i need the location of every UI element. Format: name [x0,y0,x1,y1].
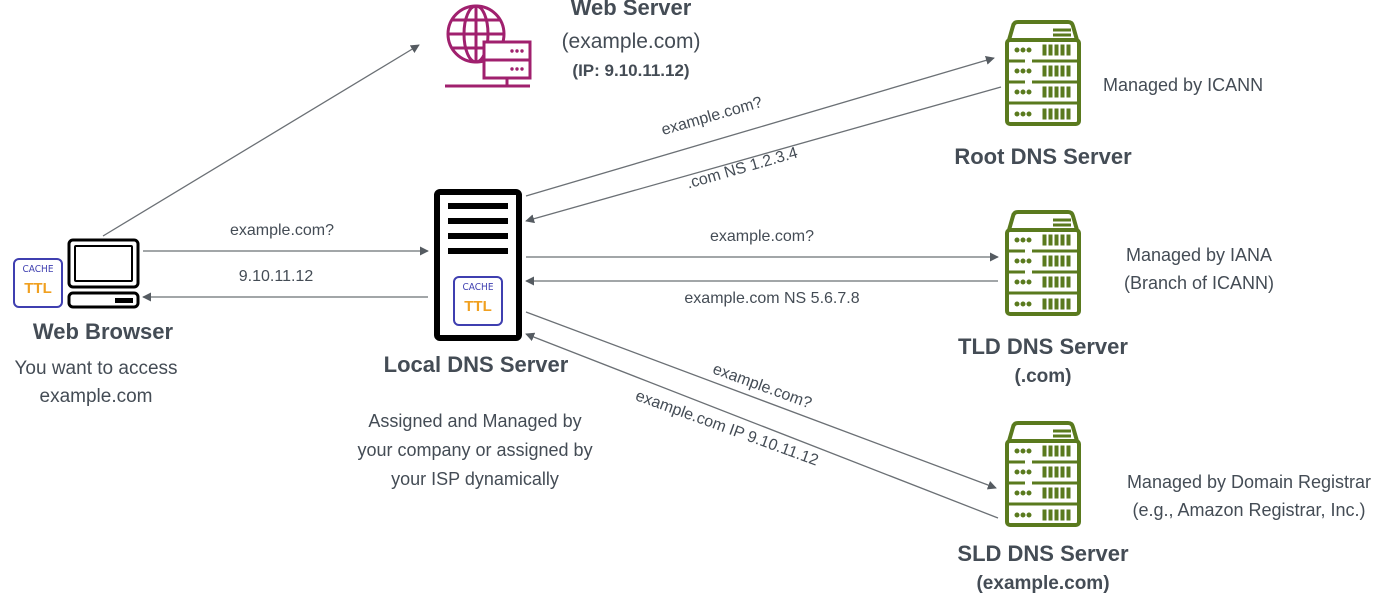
sld-dns-managed-line-2: (e.g., Amazon Registrar, Inc.) [1132,500,1366,520]
local-dns-note-line-2: your company or assigned by [357,440,593,460]
local-dns-title: Local DNS Server [383,352,569,377]
arrow-browser-to-webserver [102,44,420,237]
ttl-label: TTL [24,280,52,297]
cache-label: CACHE [22,264,54,275]
web-server-domain: (example.com) [561,30,701,53]
edge-label-tld-answer: example.com NS 5.6.7.8 [684,290,860,307]
web-browser-note-line-2: example.com [39,386,153,407]
arrow-sld-to-local-dns [525,332,999,519]
web-server-ip: (IP: 9.10.11.12) [572,61,690,80]
local-dns-note-line-1: Assigned and Managed by [368,411,582,431]
root-dns-title: Root DNS Server [954,144,1132,169]
edge-label-browser-answer: 9.10.11.12 [238,268,314,285]
computer-icon [67,238,140,309]
browser-cache-box: CACHE TTL [13,258,63,308]
sld-dns-title: SLD DNS Server [957,541,1129,566]
sld-dns-managed-line-1: Managed by Domain Registrar [1126,472,1372,492]
root-dns-managed-line-1: Managed by ICANN [1103,75,1264,95]
cache-label: CACHE [462,282,494,293]
web-browser-note-line-1: You want to access [14,358,178,379]
tld-dns-managed-line-1: Managed by IANA [1125,245,1273,265]
edge-label-tld-query: example.com? [709,228,815,245]
arrow-local-dns-to-sld [525,311,997,490]
edge-label-browser-query: example.com? [229,222,335,239]
web-browser-title: Web Browser [32,319,174,344]
tld-dns-subtitle: (.com) [1014,366,1072,387]
web-server-title: Web Server [570,0,692,20]
tld-dns-server-icon [1005,210,1081,316]
arrow-local-dns-to-root [525,55,995,197]
ttl-label: TTL [464,298,492,315]
web-server-globe-icon [445,4,532,88]
local-dns-note-line-3: your ISP dynamically [391,469,559,489]
sld-dns-subtitle: (example.com) [976,573,1110,594]
tld-dns-title: TLD DNS Server [958,334,1128,359]
local-dns-cache-box: CACHE TTL [453,276,503,326]
sld-dns-server-icon [1005,421,1081,527]
tld-dns-managed-line-2: (Branch of ICANN) [1123,273,1275,293]
arrow-root-to-local-dns [525,86,1002,224]
root-dns-server-icon [1005,20,1081,126]
